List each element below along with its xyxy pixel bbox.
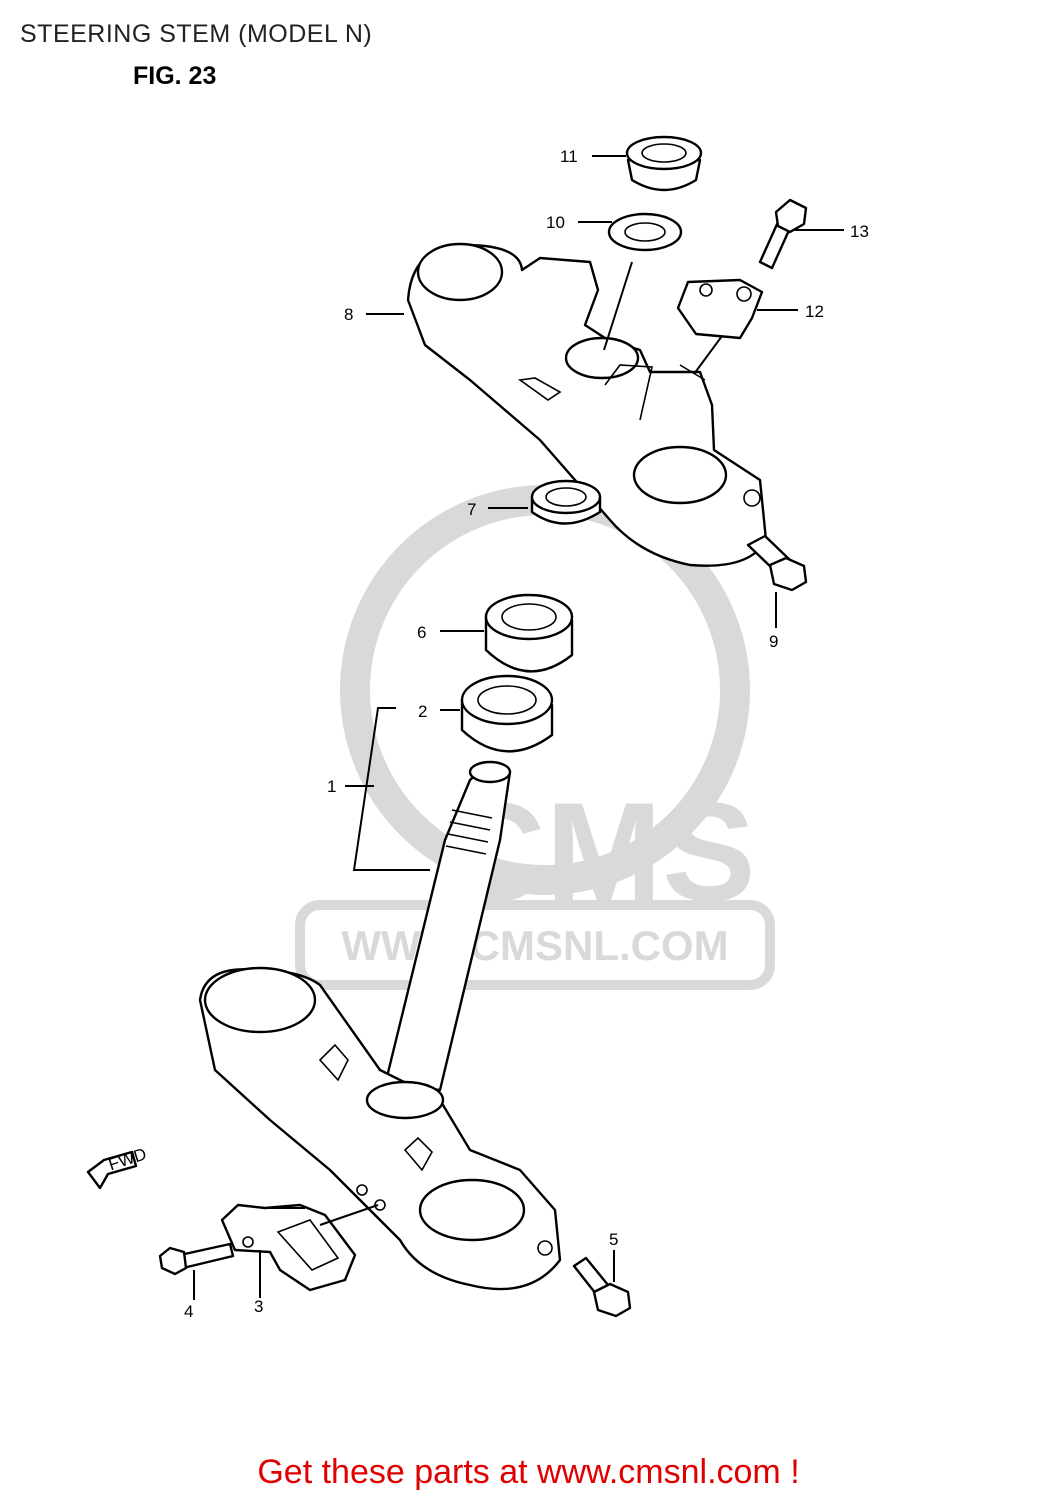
callout-3: 3 bbox=[254, 1297, 263, 1316]
part-5-bolt bbox=[572, 1256, 632, 1318]
callout-4: 4 bbox=[184, 1302, 193, 1321]
callout-12: 12 bbox=[805, 302, 824, 321]
fwd-arrow-icon: FWD bbox=[86, 1144, 149, 1190]
callout-6: 6 bbox=[417, 623, 426, 642]
callout-7: 7 bbox=[467, 500, 476, 519]
callout-10: 10 bbox=[546, 213, 565, 232]
leader-lines bbox=[193, 155, 844, 1300]
part-2-bearing bbox=[460, 674, 554, 753]
part-3-guide bbox=[220, 1203, 357, 1292]
part-7-lock-nut bbox=[530, 479, 602, 525]
part-9-bolt bbox=[746, 534, 808, 592]
callout-9: 9 bbox=[769, 632, 778, 651]
callout-13: 13 bbox=[850, 222, 869, 241]
part-8-upper-bracket bbox=[406, 242, 768, 567]
footer-link-text[interactable]: Get these parts at www.cmsnl.com ! bbox=[257, 1453, 800, 1491]
fwd-label: FWD bbox=[106, 1144, 149, 1174]
watermark: CMS WWW.CMSNL.COM bbox=[295, 485, 775, 990]
callout-2: 2 bbox=[418, 702, 427, 721]
watermark-url-banner bbox=[295, 900, 775, 990]
callout-labels: 11 10 13 12 8 7 9 6 2 1 3 4 5 bbox=[184, 147, 869, 1321]
figure-number: FIG. 23 bbox=[133, 62, 217, 90]
part-11-stem-nut bbox=[625, 135, 703, 192]
part-1-steering-stem bbox=[198, 760, 562, 1291]
page-title: STEERING STEM (MODEL N) bbox=[20, 20, 373, 48]
part-13-bolt bbox=[758, 198, 808, 270]
callout-1: 1 bbox=[327, 777, 336, 796]
callout-8: 8 bbox=[344, 305, 353, 324]
part-6-bearing bbox=[484, 593, 574, 673]
part-4-bolt bbox=[158, 1242, 235, 1276]
callout-5: 5 bbox=[609, 1230, 618, 1249]
part-12-handlebar-holder bbox=[676, 278, 764, 340]
callout-11: 11 bbox=[560, 147, 578, 166]
watermark-url: WWW.CMSNL.COM bbox=[341, 922, 728, 969]
part-10-washer bbox=[607, 212, 683, 252]
